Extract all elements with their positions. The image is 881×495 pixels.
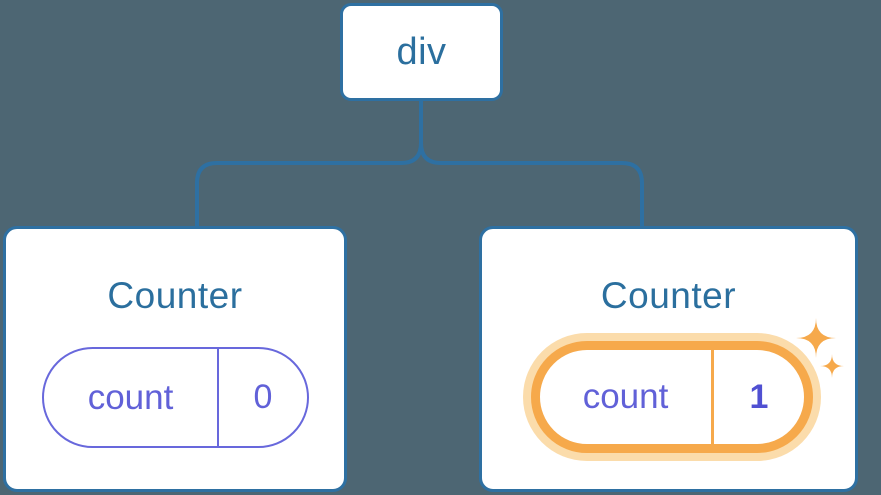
state-pill-right-highlighted: count 1 bbox=[531, 341, 813, 453]
state-value: 1 bbox=[749, 377, 769, 416]
state-key-label: count bbox=[87, 377, 174, 417]
root-node-label: div bbox=[396, 30, 447, 73]
counter-card-left: Counter count 0 bbox=[3, 226, 347, 492]
pill-divider bbox=[217, 349, 219, 446]
state-pill-left: count 0 bbox=[42, 347, 309, 448]
root-node-div: div bbox=[340, 3, 503, 101]
counter-right-title: Counter bbox=[600, 275, 737, 316]
counter-left-title: Counter bbox=[107, 275, 243, 316]
counter-card-right: Counter count 1 bbox=[479, 226, 858, 492]
pill-divider bbox=[711, 350, 714, 444]
connector-right-branch bbox=[419, 100, 644, 227]
state-key-label: count bbox=[582, 377, 669, 416]
connector-left-branch bbox=[195, 100, 423, 227]
state-value: 0 bbox=[253, 378, 273, 416]
